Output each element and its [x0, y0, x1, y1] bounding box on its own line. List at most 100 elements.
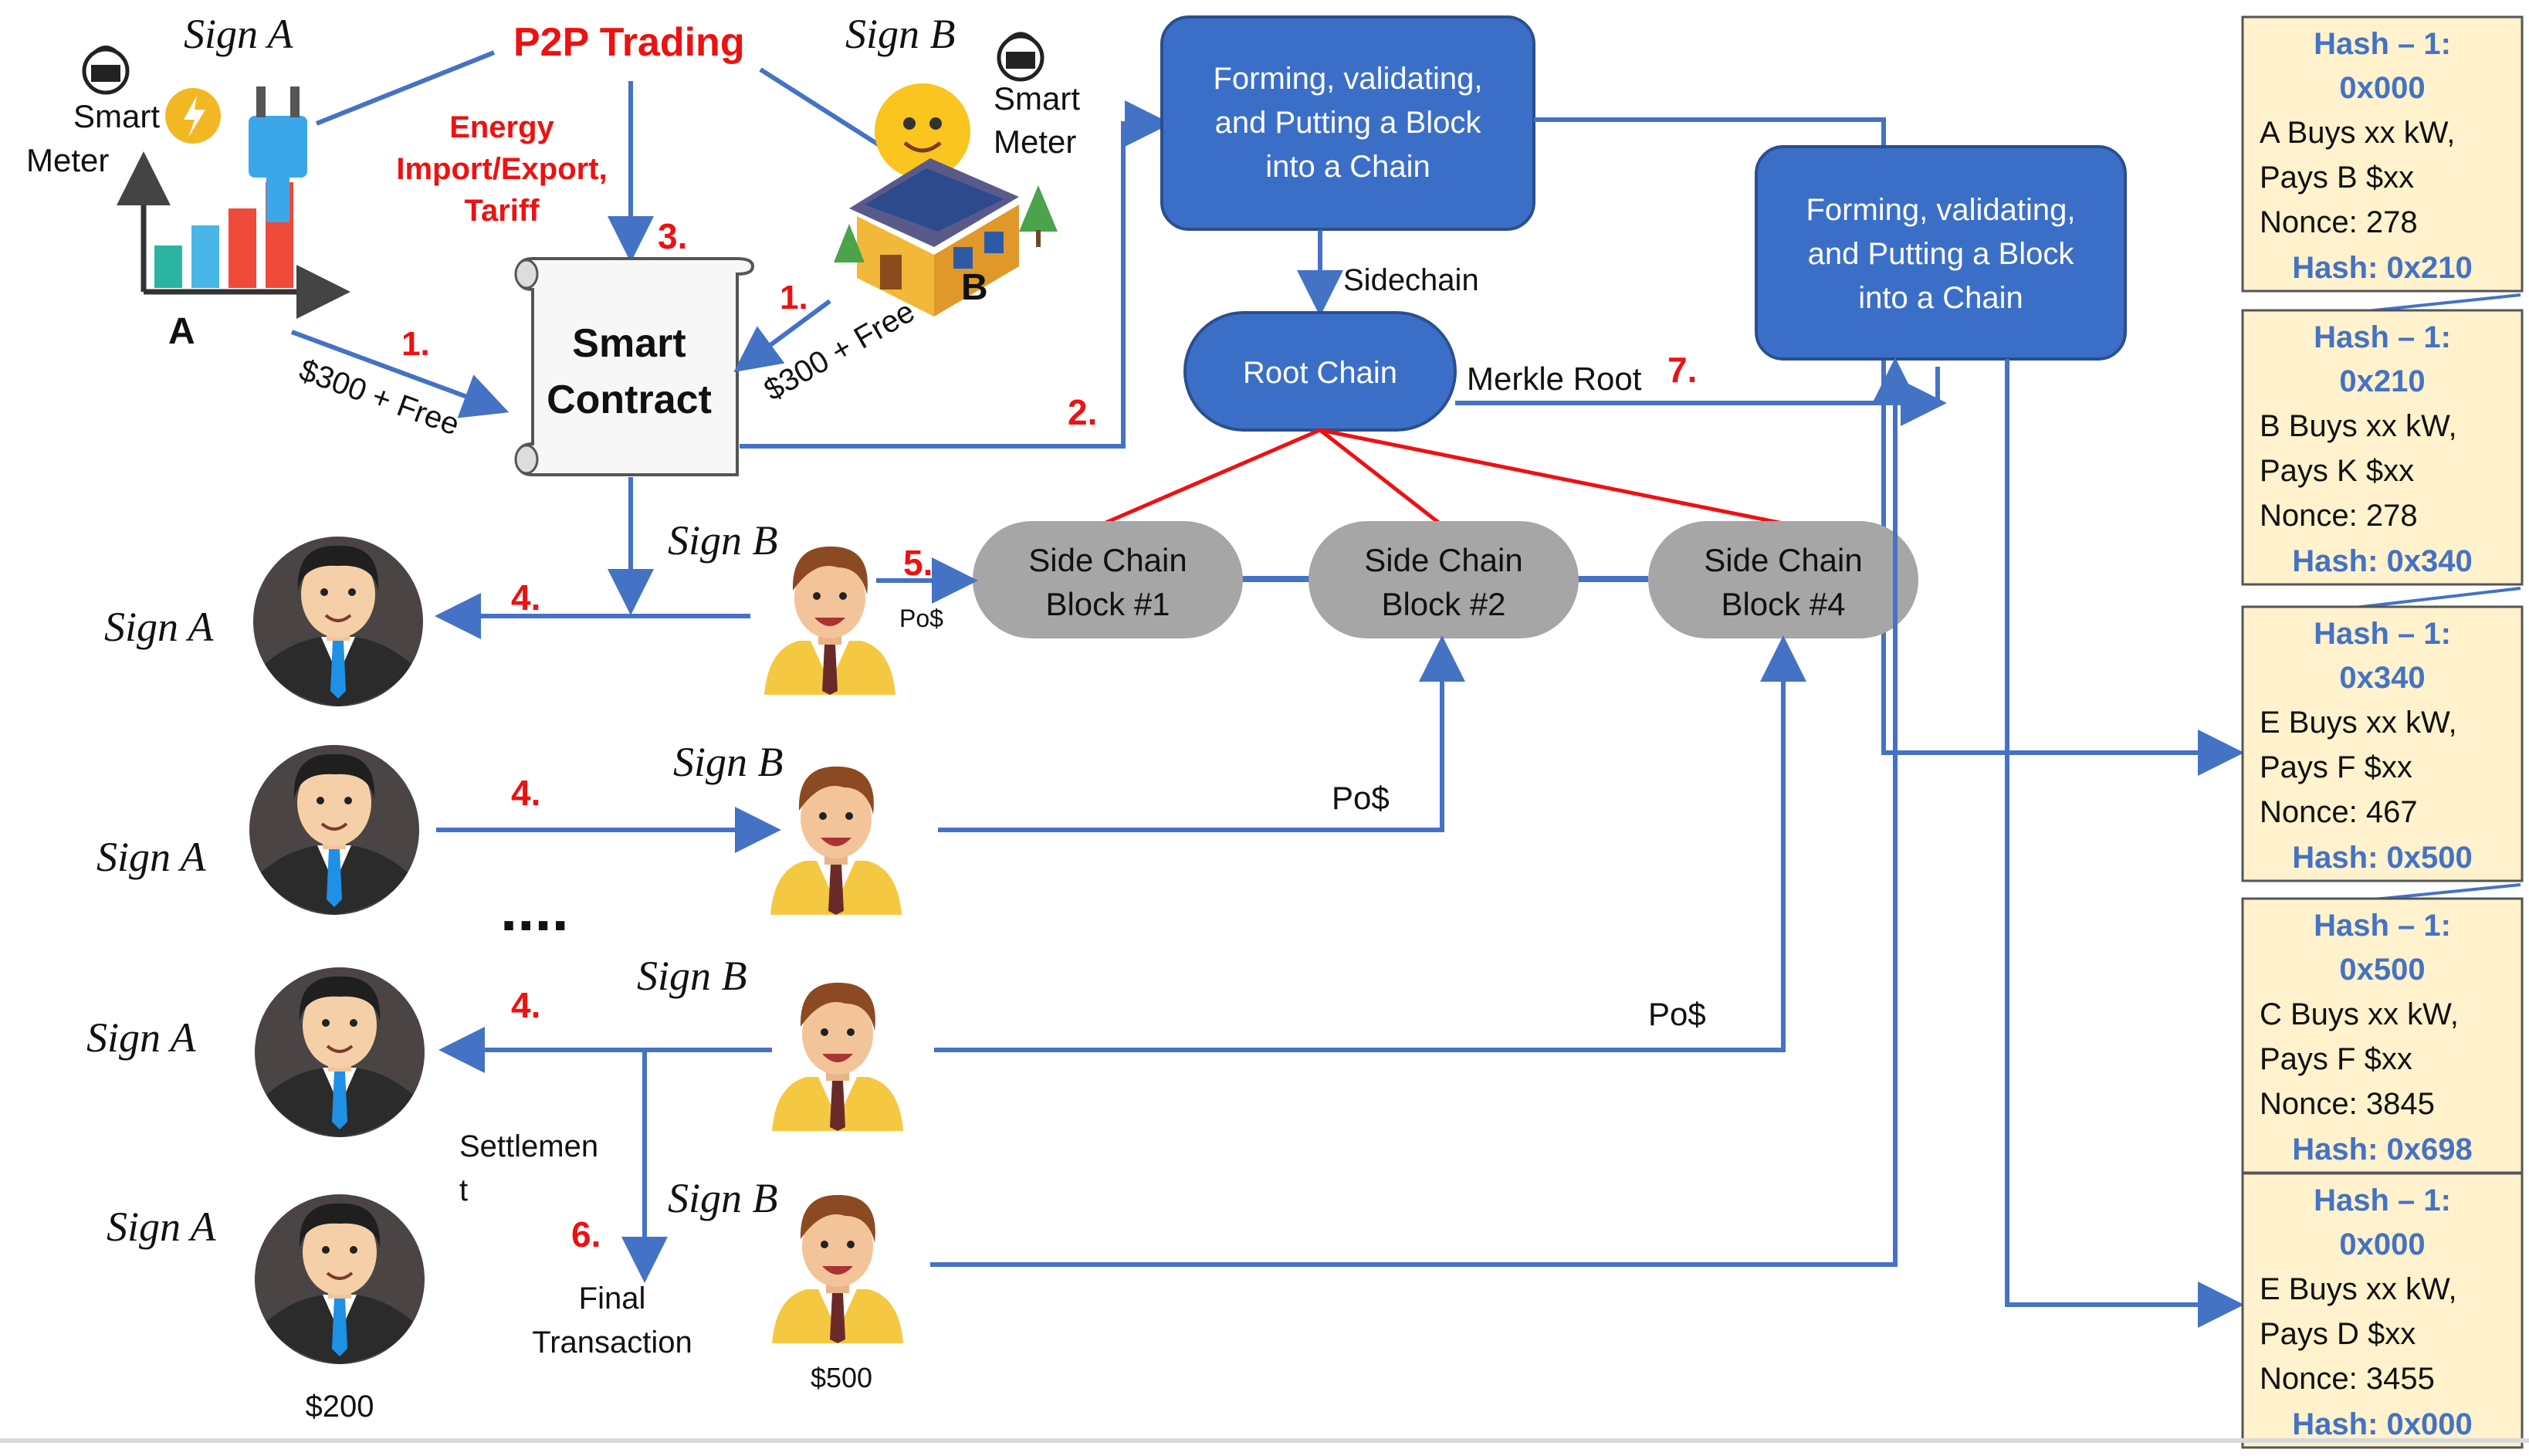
- ledger-card-4-line-1: C Buys xx kW,: [2260, 997, 2459, 1031]
- more-participants-dots: ....: [500, 875, 569, 943]
- ledger-card-3-hash: Hash: 0x500: [2292, 841, 2472, 875]
- ledger-card-1: [2241, 15, 2524, 293]
- ledger-card-3-prev-label: Hash – 1:: [2314, 617, 2451, 651]
- ledger-card-4: [2241, 897, 2524, 1174]
- forming-block-1-line-1: Forming, validating,: [1213, 62, 1482, 96]
- smart-meter-b-label: Smart: [994, 80, 1080, 117]
- step-2: 2.: [1068, 392, 1097, 432]
- forming-block-2-line-1: Forming, validating,: [1806, 193, 2075, 227]
- smart-meter-b-icon: [997, 32, 1044, 82]
- amount-a: $200: [306, 1390, 374, 1424]
- forming-block-2-line-3: into a Chain: [1858, 281, 2023, 315]
- row-3-sign-b: Sign B: [637, 953, 747, 999]
- row-1-step-4: 4.: [511, 577, 540, 618]
- smart-contract-label-1: Smart: [572, 321, 686, 366]
- person-a-row-1-avatar: [252, 535, 425, 708]
- ledger-card-4-line-3: Nonce: 3845: [2260, 1087, 2435, 1121]
- person-b-row-2-avatar: [770, 766, 902, 915]
- block-1-to-ledger-arrow: [1534, 117, 2244, 776]
- person-a-row-2-avatar: [248, 743, 421, 916]
- ledger-card-3-prev-hash: 0x340: [2339, 661, 2425, 695]
- row-2-step-4: 4.: [511, 773, 540, 813]
- person-a-row-3-avatar: [253, 966, 426, 1139]
- ledger-card-3-line-1: E Buys xx kW,: [2260, 706, 2457, 740]
- ledger-card-1-hash: Hash: 0x210: [2292, 251, 2472, 285]
- top-sign-b: Sign B: [845, 11, 956, 57]
- side-chain-block-4-line-1: Side Chain: [1704, 542, 1862, 578]
- energy-label-1: Energy: [449, 110, 554, 144]
- row-3-sign-a: Sign A: [86, 1014, 197, 1061]
- merkle-root-label: Merkle Root: [1467, 361, 1642, 397]
- side-chain-block-2-line-2: Block #2: [1381, 586, 1505, 622]
- ledger-card-2-prev-label: Hash – 1:: [2314, 320, 2451, 354]
- side-chain-block-2: [1309, 521, 1579, 638]
- ledger-card-3-line-2: Pays F $xx: [2260, 750, 2412, 784]
- root-to-side-4-link: [1319, 428, 1784, 526]
- ledger-card-5-line-2: Pays D $xx: [2260, 1317, 2416, 1351]
- p2p-line-right: [759, 67, 889, 153]
- step-6: 6.: [571, 1214, 601, 1255]
- ledger-card-5-hash: Hash: 0x000: [2292, 1407, 2472, 1441]
- side-chain-block-4: [1648, 521, 1918, 638]
- ledger-card-3: [2241, 605, 2524, 882]
- ledger-card-2-line-3: Nonce: 278: [2260, 499, 2418, 533]
- row-4-sign-b: Sign B: [668, 1175, 778, 1221]
- settlement-label-2: t: [459, 1173, 468, 1207]
- label-a: A: [168, 311, 195, 352]
- row-4-sign-a: Sign A: [107, 1204, 217, 1250]
- smart-meter-a-label-2: Meter: [26, 142, 109, 178]
- step-3: 3.: [658, 216, 687, 256]
- row-3-pos-label: Po$: [1648, 996, 1706, 1032]
- side-chain-block-1-line-2: Block #1: [1045, 586, 1170, 622]
- ledger-card-1-line-1: A Buys xx kW,: [2260, 116, 2455, 150]
- side-chain-block-1-line-1: Side Chain: [1028, 542, 1187, 578]
- ledger-card-4-prev-label: Hash – 1:: [2314, 909, 2451, 943]
- person-b-row-4-avatar: [772, 1194, 903, 1343]
- energy-consumption-icon: [117, 86, 350, 319]
- ledger-card-5-line-1: E Buys xx kW,: [2260, 1272, 2457, 1306]
- final-tx-label-2: Transaction: [532, 1326, 692, 1359]
- row-1-sign-a: Sign A: [104, 604, 215, 650]
- person-a-row-4-avatar: [253, 1193, 426, 1366]
- smart-contract-label-2: Contract: [547, 378, 712, 422]
- ledger-card-2-hash: Hash: 0x340: [2292, 544, 2472, 578]
- p2p-line-left: [315, 50, 496, 126]
- row-2-sign-a: Sign A: [96, 834, 207, 880]
- step-1-b: 1.: [780, 279, 808, 317]
- side-chain-block-4-line-2: Block #4: [1721, 586, 1845, 622]
- side-chain-block-1: [973, 521, 1243, 638]
- root-to-side-1-link: [1103, 428, 1321, 526]
- ledger-card-5: [2241, 1172, 2524, 1449]
- row-1-sign-b: Sign B: [668, 517, 778, 564]
- side-chain-block-2-line-1: Side Chain: [1364, 542, 1522, 578]
- step-7: 7.: [1667, 350, 1697, 390]
- smart-meter-a-icon: [82, 46, 130, 95]
- settlement-label-1: Settlemen: [459, 1129, 598, 1163]
- smart-meter-b-label-2: Meter: [994, 124, 1076, 160]
- forming-block-1: [1160, 15, 1535, 231]
- ledger-card-1-prev-label: Hash – 1:: [2314, 27, 2451, 61]
- row-3-pos-arrow: [934, 635, 1806, 1052]
- ledger-card-2-line-2: Pays K $xx: [2260, 454, 2414, 488]
- ledger-card-5-prev-hash: 0x000: [2339, 1227, 2425, 1261]
- amount-b: $500: [811, 1362, 872, 1393]
- step-5: 5.: [903, 543, 933, 583]
- final-tx-label-1: Final: [579, 1282, 646, 1315]
- block-2-to-ledger-arrow: [2005, 359, 2244, 1328]
- ledger-card-2-prev-hash: 0x210: [2339, 364, 2425, 398]
- ledger-card-4-line-2: Pays F $xx: [2260, 1042, 2412, 1076]
- payment-a-arrow: [290, 330, 510, 418]
- forming-block-2-line-2: and Putting a Block: [1808, 237, 2075, 271]
- contract-to-block-arrow: [740, 100, 1171, 449]
- root-to-side-2-link: [1319, 428, 1441, 525]
- row-2-pos-arrow: [938, 635, 1465, 832]
- person-b-row-3-avatar: [772, 982, 903, 1131]
- ledger-card-2-line-1: B Buys xx kW,: [2260, 409, 2457, 443]
- label-b: B: [961, 267, 988, 308]
- step-1-a: 1.: [401, 325, 430, 363]
- energy-label-2: Import/Export,: [396, 152, 607, 186]
- sidechain-label: Sidechain: [1343, 263, 1479, 297]
- row-2-pos-label: Po$: [1332, 780, 1390, 816]
- forming-block-2: [1755, 145, 2127, 361]
- forming-block-1-line-2: and Putting a Block: [1215, 106, 1482, 140]
